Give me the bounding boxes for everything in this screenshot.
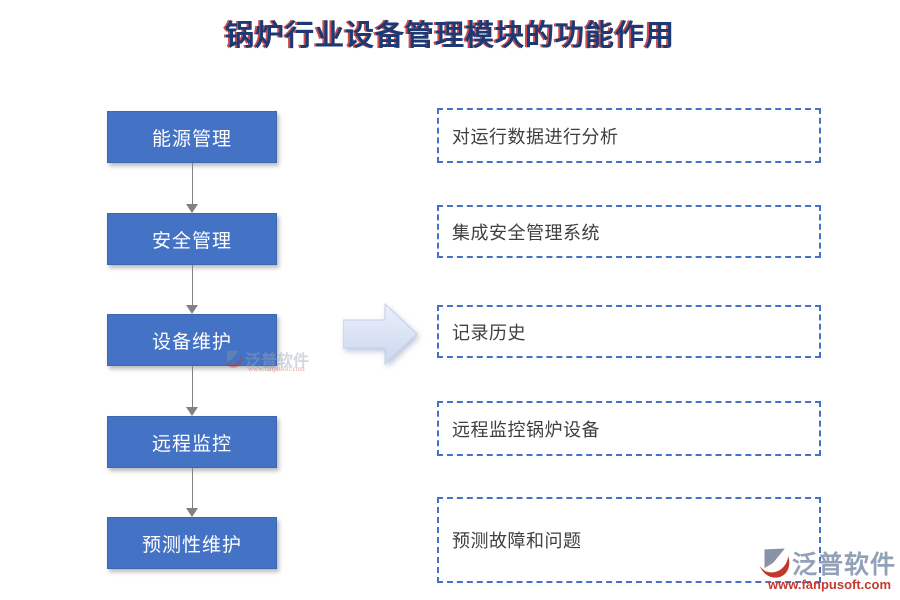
module-label: 远程监控 bbox=[151, 433, 232, 455]
module-box-safety: 安全管理 bbox=[107, 213, 277, 265]
desc-box-safety: 集成安全管理系统 bbox=[437, 205, 821, 258]
fanpusoft-logo: 泛普软件 www.fanpusoft.com bbox=[756, 545, 896, 595]
connector-line bbox=[192, 468, 193, 509]
desc-box-remote-monitoring: 远程监控锅炉设备 bbox=[437, 401, 821, 456]
desc-box-predictive-maintenance: 预测故障和问题 bbox=[437, 497, 821, 583]
logo-text: 泛普软件 bbox=[791, 551, 896, 579]
desc-box-maintenance: 记录历史 bbox=[437, 305, 821, 358]
big-right-arrow-icon bbox=[343, 302, 418, 366]
desc-text: 对运行数据进行分析 bbox=[452, 126, 619, 147]
module-box-maintenance: 设备维护 bbox=[107, 314, 277, 366]
desc-text: 预测故障和问题 bbox=[452, 531, 582, 551]
module-label: 预测性维护 bbox=[141, 534, 242, 556]
module-box-predictive-maintenance: 预测性维护 bbox=[107, 517, 277, 569]
connector-line bbox=[192, 163, 193, 205]
arrow-down-icon bbox=[186, 508, 198, 517]
fanpu-logo-icon bbox=[759, 548, 790, 578]
module-label: 能源管理 bbox=[151, 128, 232, 150]
desc-text: 远程监控锅炉设备 bbox=[452, 419, 600, 440]
module-label: 安全管理 bbox=[151, 230, 232, 252]
logo-url: www.fanpusoft.com bbox=[768, 577, 892, 592]
arrow-down-icon bbox=[186, 204, 198, 213]
module-label: 设备维护 bbox=[151, 331, 232, 353]
page-title: 锅炉行业设备管理模块的功能作用 bbox=[224, 20, 675, 52]
module-box-remote-monitoring: 远程监控 bbox=[107, 416, 277, 468]
watermark-url: www.fanpusoft.com bbox=[248, 365, 305, 373]
arrow-down-icon bbox=[186, 407, 198, 416]
desc-text: 记录历史 bbox=[452, 322, 526, 343]
connector-line bbox=[192, 366, 193, 408]
arrow-down-icon bbox=[186, 305, 198, 314]
desc-box-energy: 对运行数据进行分析 bbox=[437, 108, 821, 163]
desc-text: 集成安全管理系统 bbox=[452, 222, 600, 243]
connector-line bbox=[192, 265, 193, 306]
module-box-energy: 能源管理 bbox=[107, 111, 277, 163]
